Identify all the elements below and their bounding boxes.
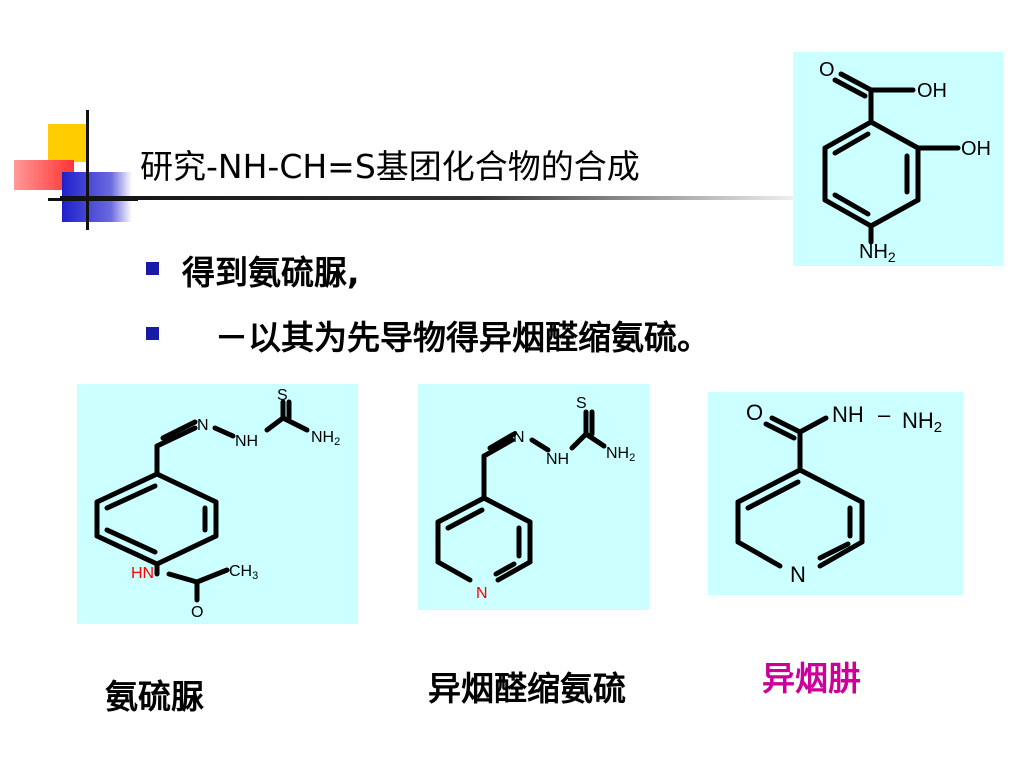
- slide-title: 研究-NH-CH=S基团化合物的合成: [140, 147, 640, 186]
- caption-isonicotinaldehyde-thiosemicarbazone: 异烟醛缩氨硫: [428, 669, 626, 708]
- pyridine-n-label: N: [790, 562, 806, 587]
- oh-label-2: OH: [961, 138, 991, 160]
- caption-thiosemicarbazide: 氨硫脲: [105, 677, 204, 716]
- nh2-label: NH2: [859, 241, 896, 265]
- nh2-label: NH2: [311, 429, 340, 448]
- sulfur-label: S: [576, 395, 587, 412]
- imine-n-label: N: [197, 417, 209, 434]
- isoniazid-structure: O NH – NH2 N: [735, 400, 942, 587]
- nh-label: NH: [832, 402, 864, 427]
- bullet-text-2: －以其为先导物得异烟醛缩氨硫。: [182, 318, 710, 357]
- imine-n-label: N: [513, 429, 525, 446]
- nh-label: NH: [235, 433, 258, 450]
- hn-label: HN: [131, 565, 154, 582]
- structure-panel-thiosemicarbazone: S N NH NH2 HN CH3 O: [77, 384, 358, 624]
- pyridine-n-label: N: [476, 585, 488, 602]
- isonicotinaldehyde-structure: S N NH NH2 N: [435, 395, 635, 602]
- oxygen-label: O: [819, 59, 835, 81]
- nh2-label: NH2: [606, 445, 635, 464]
- title-rule: [60, 196, 820, 200]
- methyl-label: CH3: [229, 563, 258, 582]
- nh2-label: NH2: [902, 408, 942, 436]
- carbonyl-o-label: O: [191, 604, 203, 621]
- carbonyl-o-label: O: [746, 400, 763, 425]
- structure-panel-isonicotinaldehyde: S N NH NH2 N: [418, 384, 649, 610]
- bond-dash: –: [878, 402, 891, 427]
- bullet-marker-2: [146, 327, 159, 340]
- sulfur-label: S: [277, 387, 288, 404]
- bullet-text-1: 得到氨硫脲,: [182, 253, 360, 292]
- corner-decoration: [0, 100, 140, 230]
- caption-isoniazid: 异烟肼: [762, 659, 861, 698]
- yellow-square: [48, 124, 86, 162]
- vertical-line: [86, 110, 89, 230]
- nh-label: NH: [546, 451, 569, 468]
- structure-panel-aminosalicylic: O OH OH NH2: [793, 52, 1003, 266]
- aminosalicylic-acid-structure: O OH OH NH2: [819, 59, 991, 265]
- oh-label-1: OH: [917, 80, 947, 102]
- structure-panel-isoniazid: O NH – NH2 N: [708, 392, 963, 595]
- bullet-marker-1: [146, 262, 159, 275]
- thiosemicarbazone-structure: S N NH NH2 HN CH3 O: [94, 387, 340, 621]
